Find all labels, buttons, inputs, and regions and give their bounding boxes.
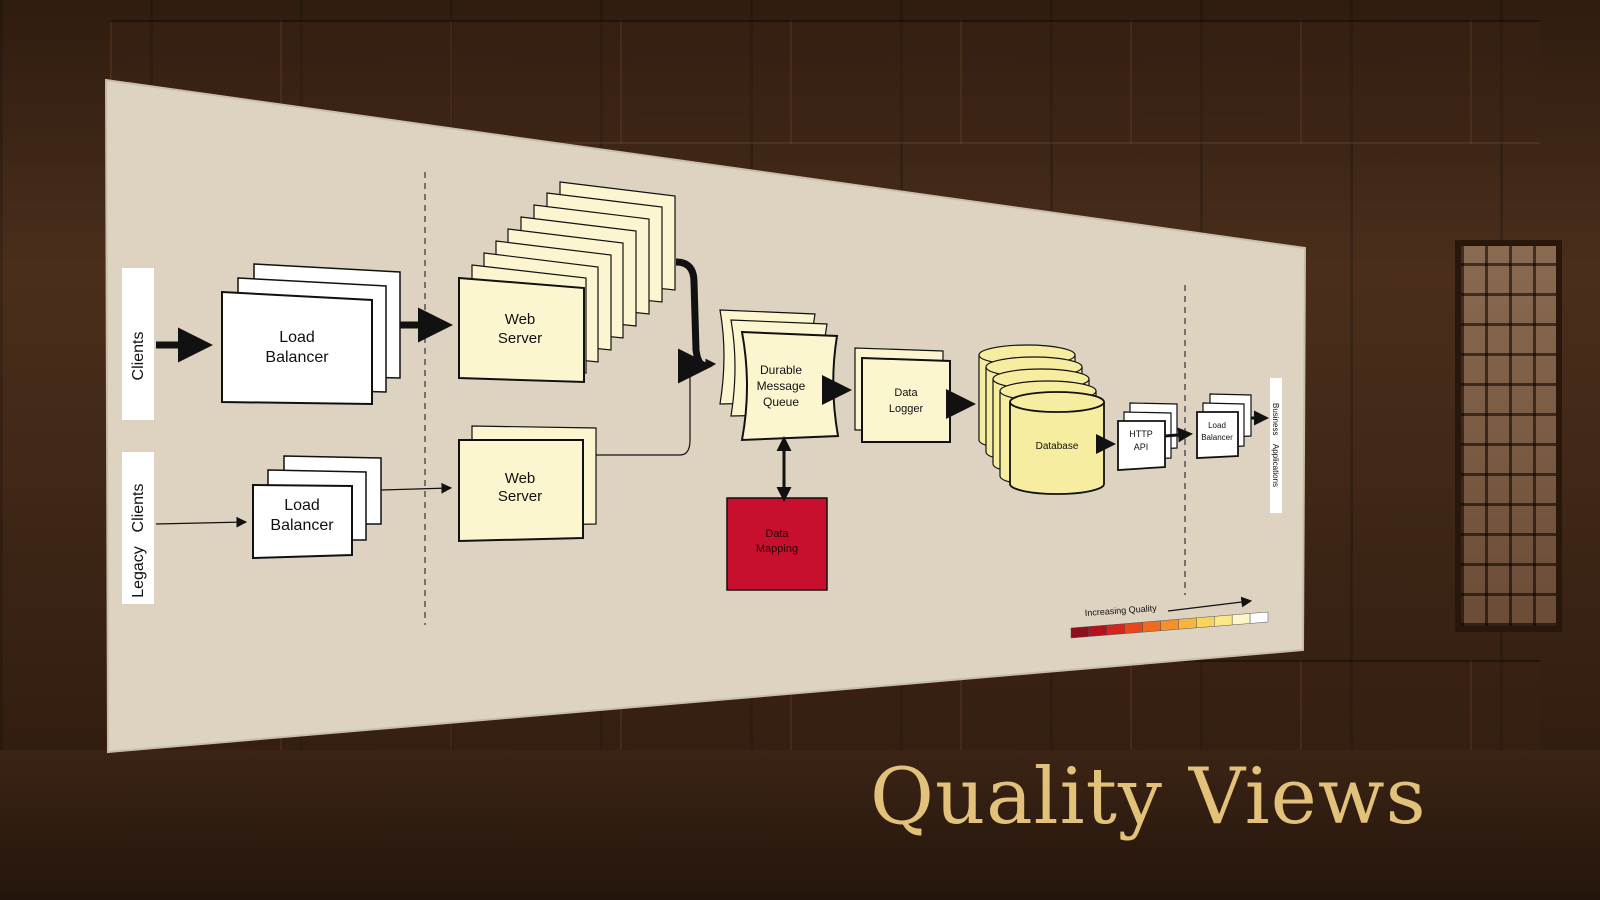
load-balancer-2: Load Balancer [252, 455, 382, 560]
http-api: HTTP API [1117, 402, 1178, 471]
legend-swatch [1160, 619, 1179, 631]
legend-swatch [1142, 620, 1161, 633]
legend-swatch [1106, 623, 1125, 636]
web-server-2: Web Server [458, 425, 597, 543]
business-applications-label: Business Applications [1270, 378, 1282, 513]
business-applications-text: Business Applications [1271, 403, 1280, 487]
load-balancer-1: Load Balancer [221, 263, 401, 406]
http-api-line1: HTTP [1129, 429, 1153, 439]
web-server-1: Web Server [458, 181, 676, 384]
data-mapping-line1: Data [765, 528, 789, 540]
queue-line2: Message [757, 379, 806, 393]
data-mapping-line2: Mapping [756, 543, 798, 555]
queue-line1: Durable [760, 363, 802, 377]
load-balancer-2-line1: Load [284, 497, 320, 514]
clients-label: Clients [122, 268, 154, 420]
flow-arrows [155, 258, 1269, 528]
load-balancer-1-line2: Balancer [265, 349, 329, 366]
legend-swatch [1196, 616, 1215, 629]
slide-title: Quality Views [870, 752, 1427, 842]
web-server-1-line2: Server [498, 330, 542, 347]
load-balancer-3-line1: Load [1208, 421, 1226, 430]
clients-text: Clients [130, 332, 147, 381]
data-logger-line1: Data [894, 387, 918, 399]
queue-line3: Queue [763, 395, 799, 409]
load-balancer-3: Load Balancer [1196, 393, 1252, 459]
data-logger-line2: Logger [889, 403, 924, 415]
diagram-board [104, 78, 1307, 754]
legend-swatch [1214, 614, 1233, 627]
database-text: Database [1036, 441, 1079, 452]
window [1455, 240, 1562, 632]
web-server-2-line1: Web [505, 470, 536, 487]
durable-message-queue: Durable Message Queue [719, 309, 840, 442]
legend-swatch [1070, 626, 1090, 639]
legacy-clients-text: Clients [130, 484, 147, 533]
legend-swatch [1088, 624, 1108, 637]
legacy-clients-label: Clients Legacy [122, 452, 154, 604]
legacy-text: Legacy [130, 546, 147, 598]
database: Database [978, 344, 1105, 495]
web-server-1-line1: Web [505, 311, 536, 328]
load-balancer-1-line1: Load [279, 329, 315, 346]
legend-swatch [1178, 617, 1197, 630]
load-balancer-2-line2: Balancer [270, 517, 334, 534]
legend-swatch [1231, 613, 1251, 626]
data-logger: Data Logger [854, 347, 951, 443]
floor [0, 750, 1600, 900]
data-mapping: Data Mapping [726, 497, 828, 591]
load-balancer-3-line2: Balancer [1201, 433, 1233, 442]
legend-swatch [1124, 621, 1143, 634]
web-server-2-line2: Server [498, 488, 542, 505]
http-api-line2: API [1134, 442, 1149, 452]
legend-swatches [1070, 611, 1269, 639]
legend-swatch [1249, 611, 1269, 624]
